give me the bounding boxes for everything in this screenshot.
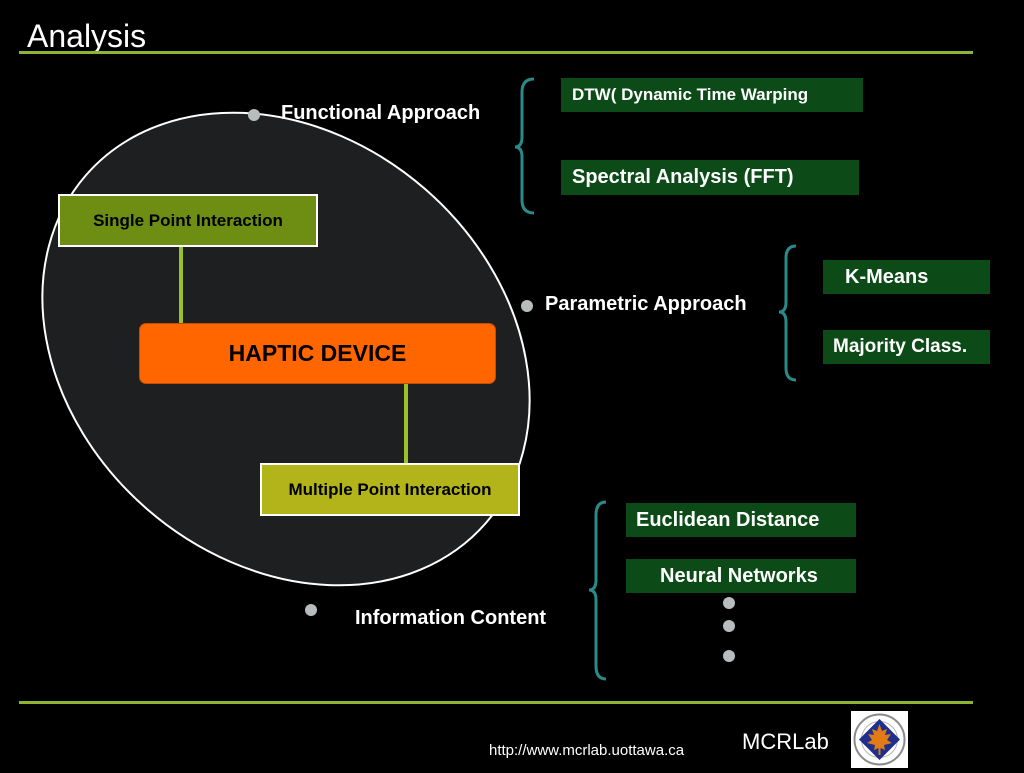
method-neural-networks: Neural Networks — [626, 559, 856, 593]
method-kmeans: K-Means — [823, 260, 990, 294]
method-euclidean-label: Euclidean Distance — [636, 508, 820, 531]
method-dtw-label: DTW( Dynamic Time Warping — [572, 85, 809, 104]
multiple-point-label: Multiple Point Interaction — [288, 479, 492, 499]
single-point-node: Single Point Interaction — [58, 194, 318, 247]
bullet-icon — [521, 300, 533, 312]
haptic-device-node: HAPTIC DEVICE — [139, 323, 496, 384]
information-content-label: Information Content — [355, 607, 547, 629]
method-majority-class-label: Majority Class. — [833, 336, 968, 357]
mcrlab-logo-icon — [851, 711, 908, 768]
brace-parametric — [778, 244, 797, 382]
multiple-point-node: Multiple Point Interaction — [260, 463, 520, 516]
ellipsis-dot-icon — [723, 620, 735, 632]
bottom-divider — [19, 701, 973, 704]
bullet-icon — [248, 109, 260, 121]
method-majority-class: Majority Class. — [823, 330, 990, 364]
haptic-device-label: HAPTIC DEVICE — [228, 340, 407, 366]
bullet-icon — [305, 604, 317, 616]
top-divider — [19, 51, 973, 54]
method-neural-networks-label: Neural Networks — [660, 564, 818, 587]
functional-approach-label: Functional Approach — [281, 102, 481, 124]
brace-information — [588, 500, 607, 681]
footer-lab-name: MCRLab — [742, 729, 829, 754]
method-fft: Spectral Analysis (FFT) — [561, 160, 859, 195]
ellipsis-dot-icon — [723, 597, 735, 609]
ellipsis-dot-icon — [723, 650, 735, 662]
method-dtw: DTW( Dynamic Time Warping — [561, 78, 863, 112]
slide-title: Analysis — [27, 18, 147, 54]
method-euclidean: Euclidean Distance — [626, 503, 856, 537]
single-point-label: Single Point Interaction — [93, 210, 283, 230]
footer-url[interactable]: http://www.mcrlab.uottawa.ca — [489, 742, 685, 759]
method-fft-label: Spectral Analysis (FFT) — [572, 166, 794, 188]
method-kmeans-label: K-Means — [845, 265, 929, 288]
brace-functional — [514, 77, 535, 215]
parametric-approach-label: Parametric Approach — [545, 293, 747, 315]
